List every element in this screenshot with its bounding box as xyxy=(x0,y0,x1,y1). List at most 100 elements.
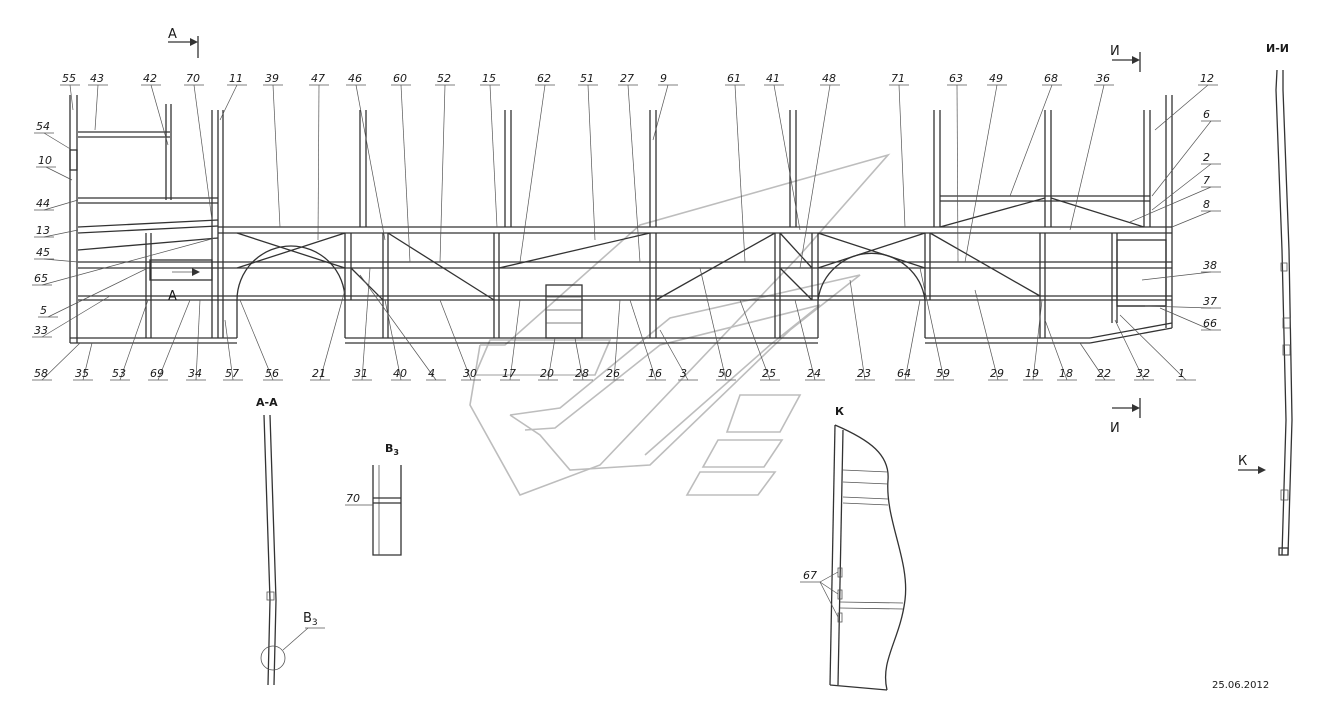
detail-v3-view: В3 70 xyxy=(345,442,402,556)
callout-label-43: 43 xyxy=(90,72,104,85)
leader-line xyxy=(1141,271,1212,281)
callout-label-2: 2 xyxy=(1203,151,1210,164)
leader-line xyxy=(45,166,73,181)
callout-label-3: 3 xyxy=(680,367,687,380)
callout-label-48: 48 xyxy=(822,72,836,85)
callout-label-30: 30 xyxy=(463,367,477,380)
section-ii-title: И-И xyxy=(1266,42,1289,55)
v3-callout: В3 xyxy=(303,611,318,628)
leader-line xyxy=(224,319,234,381)
leader-line xyxy=(652,84,669,141)
leader-line xyxy=(1079,342,1106,381)
callout-label-29: 29 xyxy=(990,367,1004,380)
leader-line xyxy=(659,329,689,381)
callout-label-56: 56 xyxy=(265,367,279,380)
main-frame xyxy=(69,95,1173,344)
leader-line xyxy=(1119,314,1187,381)
leader-line xyxy=(734,84,746,263)
leader-line xyxy=(47,267,149,318)
leader-line xyxy=(272,84,281,228)
callout-label-37: 37 xyxy=(1203,295,1217,308)
callout-label-41: 41 xyxy=(766,72,780,85)
section-i-top: И xyxy=(1110,44,1120,59)
leader-line xyxy=(1151,120,1212,197)
leader-line xyxy=(239,299,274,381)
leader-line xyxy=(919,267,945,381)
callout-label-21: 21 xyxy=(312,367,326,380)
leader-line xyxy=(1044,319,1068,381)
callout-label-10: 10 xyxy=(38,154,52,167)
callout-label-66: 66 xyxy=(1203,317,1217,330)
leader-line xyxy=(41,237,216,286)
callout-label-58: 58 xyxy=(34,367,48,380)
callout-label-34: 34 xyxy=(188,367,202,380)
leader-line xyxy=(359,274,437,381)
leader-line xyxy=(974,289,999,381)
callout-label-35: 35 xyxy=(75,367,89,380)
leader-line xyxy=(69,84,74,111)
detail-v3-title: В3 xyxy=(385,442,399,457)
callout-label-45: 45 xyxy=(36,246,50,259)
leader-line xyxy=(1032,299,1043,381)
leader-line xyxy=(627,84,641,263)
view-k-title: К xyxy=(835,405,844,418)
detail-label-70: 70 xyxy=(346,492,360,505)
callout-label-59: 59 xyxy=(936,367,950,380)
leader-line xyxy=(94,84,99,131)
leader-line xyxy=(1171,210,1212,228)
leader-line xyxy=(587,84,596,241)
callout-label-46: 46 xyxy=(348,72,362,85)
leader-line xyxy=(849,279,866,381)
leader-line xyxy=(317,84,320,241)
callout-label-52: 52 xyxy=(437,72,451,85)
leader-line xyxy=(1069,84,1105,231)
callout-label-36: 36 xyxy=(1096,72,1110,85)
callout-label-26: 26 xyxy=(606,367,620,380)
logo-watermark xyxy=(469,153,891,496)
section-ii-view: И-И К xyxy=(1238,42,1293,556)
callout-label-50: 50 xyxy=(718,367,732,380)
callout-label-25: 25 xyxy=(762,367,776,380)
callout-label-13: 13 xyxy=(36,224,50,237)
leader-line xyxy=(904,299,921,381)
leader-line xyxy=(509,299,521,381)
callout-label-65: 65 xyxy=(34,272,48,285)
leader-line xyxy=(794,299,816,381)
leader-line xyxy=(519,84,546,263)
callout-label-27: 27 xyxy=(620,72,634,85)
callout-label-38: 38 xyxy=(1203,259,1217,272)
callout-label-9: 9 xyxy=(660,72,667,85)
leader-line xyxy=(157,299,191,381)
callout-label-61: 61 xyxy=(727,72,741,85)
leader-line xyxy=(1151,163,1212,211)
callout-label-1: 1 xyxy=(1178,367,1185,380)
callout-label-69: 69 xyxy=(150,367,164,380)
leader-line xyxy=(1144,305,1212,309)
callout-label-8: 8 xyxy=(1203,198,1210,211)
section-k-arrow: К xyxy=(1238,454,1247,469)
callout-label-64: 64 xyxy=(897,367,911,380)
callout-label-18: 18 xyxy=(1059,367,1073,380)
callout-label-53: 53 xyxy=(112,367,126,380)
leader-line xyxy=(964,84,998,263)
leader-line xyxy=(319,289,346,381)
leader-line xyxy=(739,299,771,381)
leader-line xyxy=(400,84,411,263)
callout-label-68: 68 xyxy=(1044,72,1058,85)
leader-line xyxy=(1009,84,1053,197)
leader-line xyxy=(773,84,801,231)
callout-label-31: 31 xyxy=(354,367,368,380)
callout-label-47: 47 xyxy=(311,72,325,85)
leader-line xyxy=(150,84,169,146)
section-i-bottom: И xyxy=(1110,421,1120,436)
callout-label-60: 60 xyxy=(393,72,407,85)
callout-label-51: 51 xyxy=(580,72,594,85)
callout-label-55: 55 xyxy=(62,72,76,85)
callout-label-62: 62 xyxy=(537,72,551,85)
leader-line xyxy=(439,84,446,263)
callout-label-40: 40 xyxy=(393,367,407,380)
callout-label-22: 22 xyxy=(1097,367,1111,380)
